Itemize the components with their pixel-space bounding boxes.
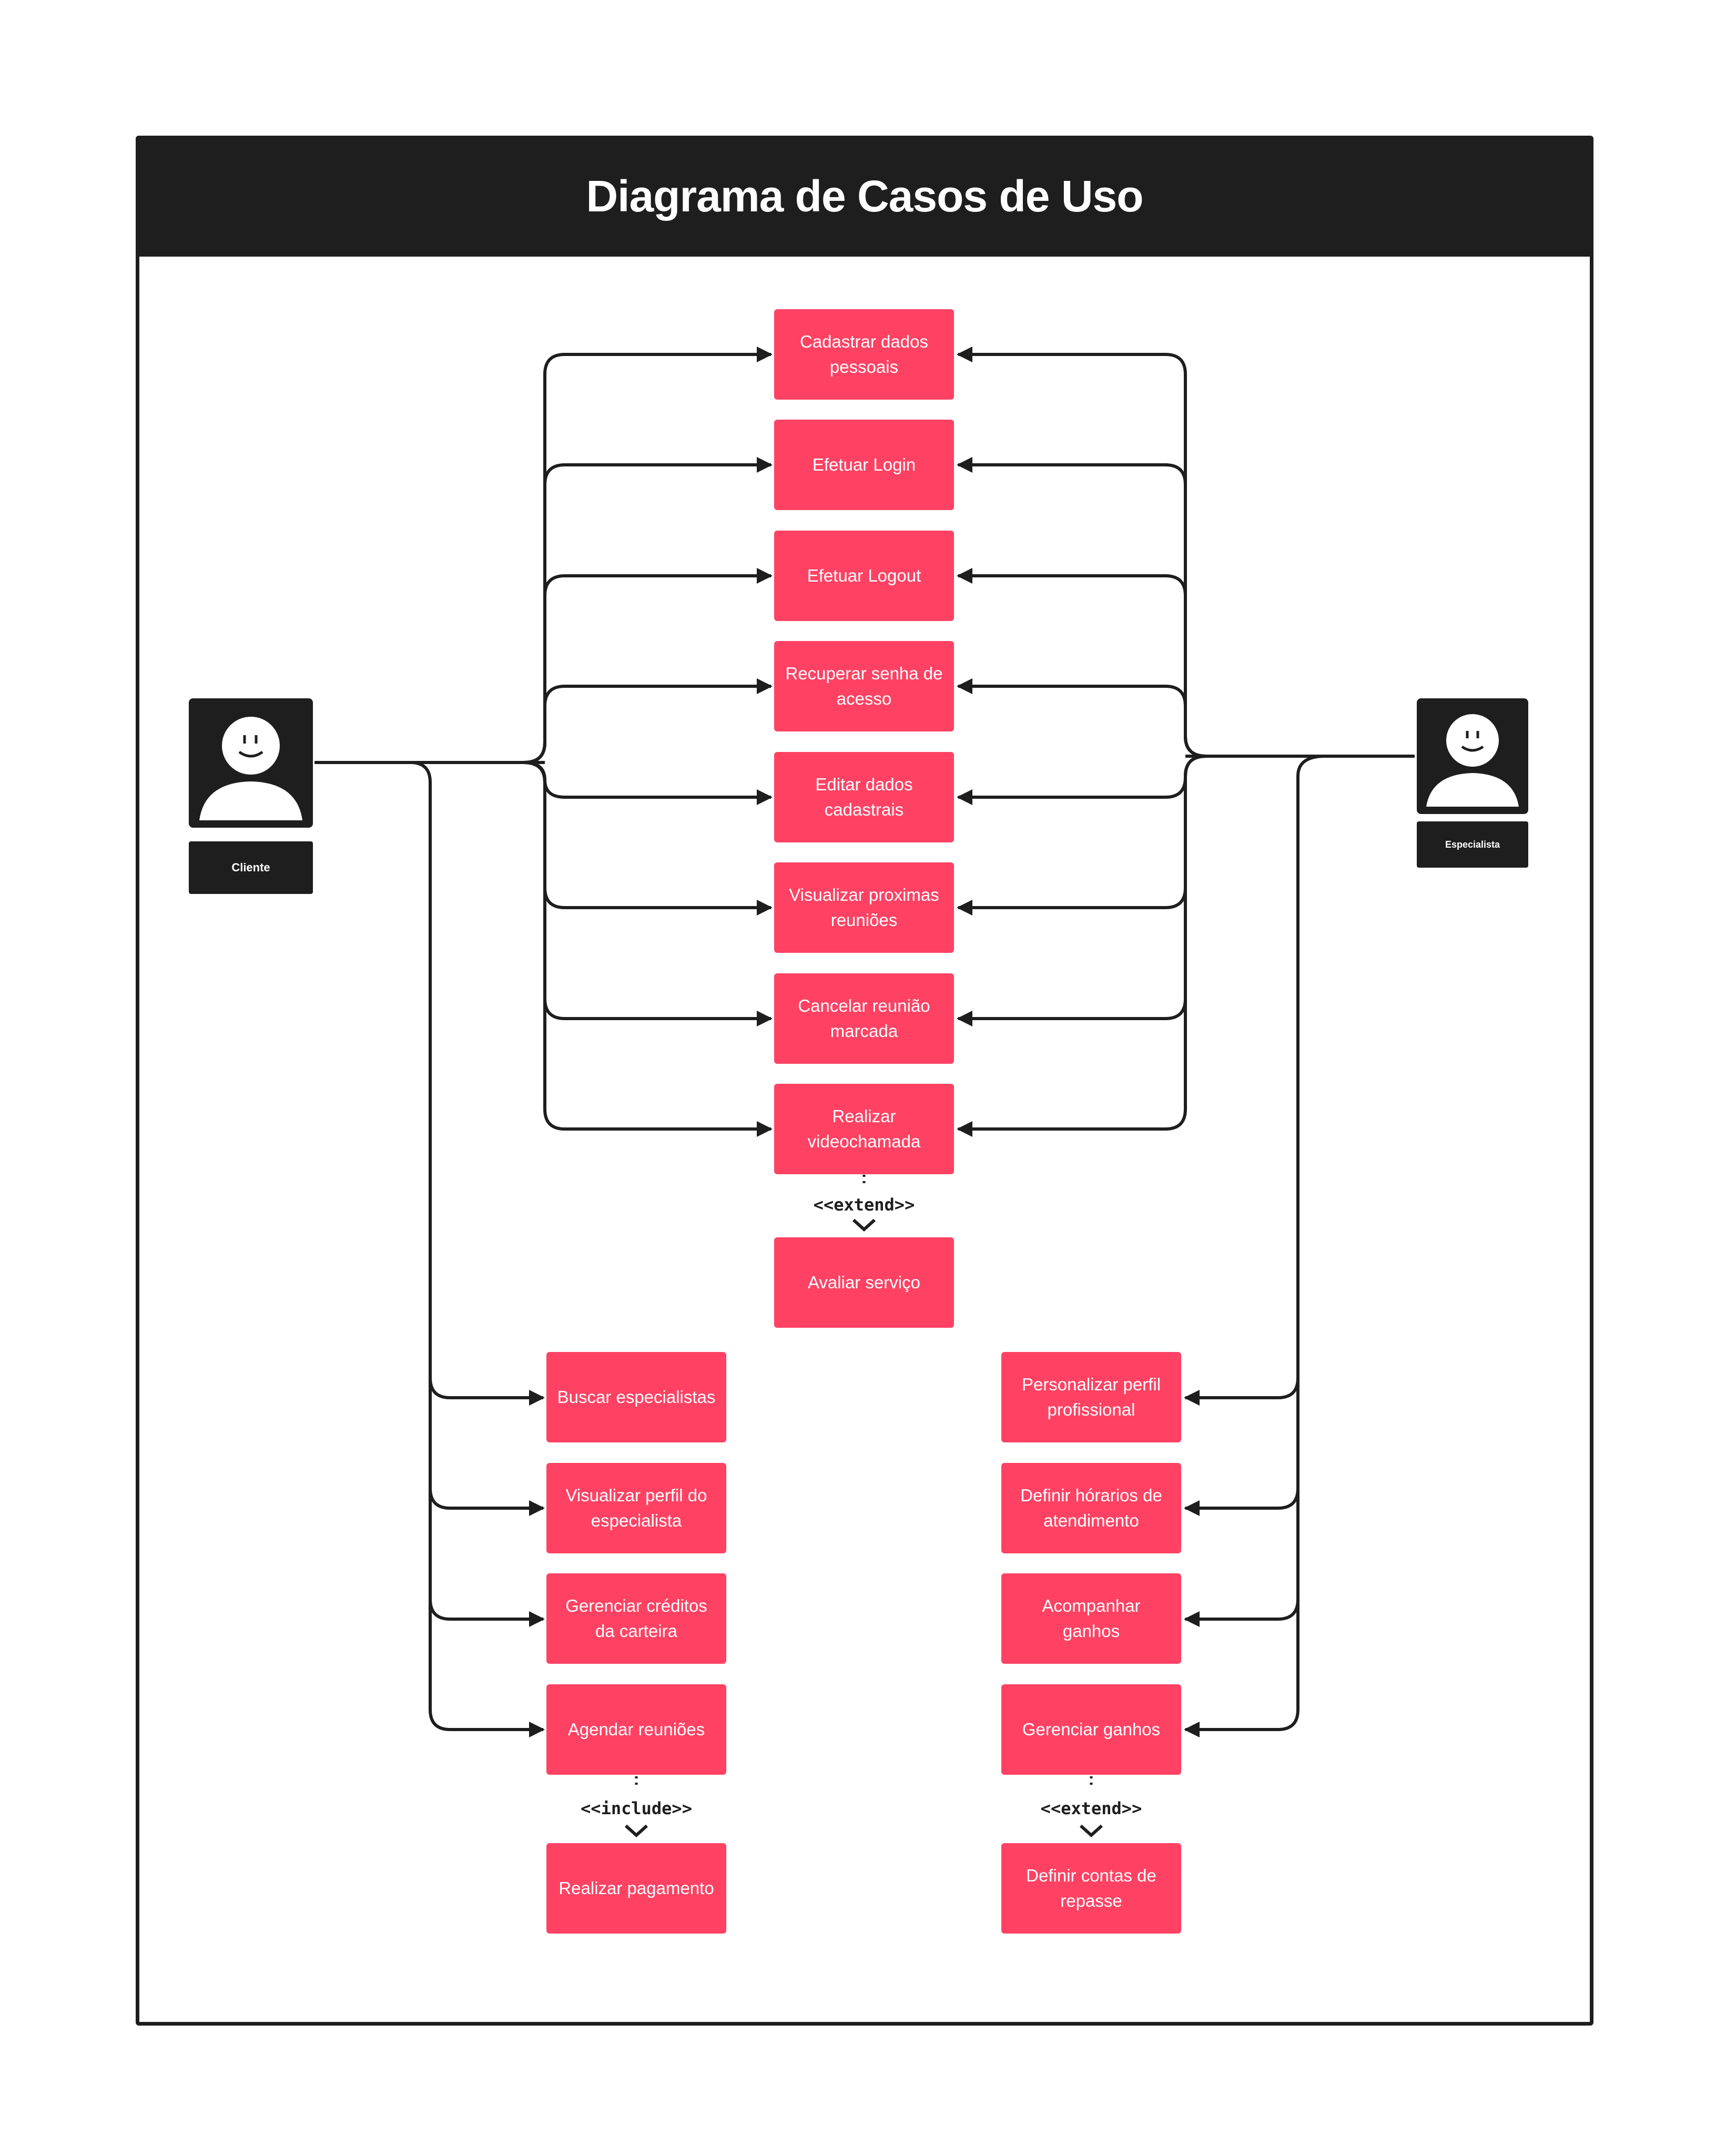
stereotype-pagamento-chevron bbox=[624, 1824, 648, 1838]
connector-cliente-shared bbox=[523, 678, 773, 764]
use-case-definir-horarios: Definir hórarios de atendimento bbox=[1001, 1463, 1181, 1553]
use-case-agendar-reunioes: Agendar reuniões bbox=[546, 1684, 726, 1775]
connector-cliente-shared bbox=[523, 568, 773, 764]
actor-cliente-icon bbox=[189, 698, 313, 828]
connector-cliente-own bbox=[429, 1488, 545, 1516]
use-case-recuperar-senha: Recuperar senha de acesso bbox=[774, 641, 954, 731]
connector-especialista-own bbox=[1184, 1377, 1299, 1406]
stereotype-avaliar-chevron bbox=[852, 1218, 876, 1232]
use-case-avaliar-servico: Avaliar serviço bbox=[774, 1237, 954, 1328]
connector-cliente-shared bbox=[523, 761, 773, 1026]
connector-especialista-shared bbox=[957, 755, 1207, 916]
connector-especialista-shared bbox=[957, 755, 1207, 805]
connector-especialista-shared bbox=[957, 568, 1207, 758]
connector-cliente-bus bbox=[410, 761, 432, 1710]
person-icon bbox=[1426, 714, 1519, 807]
use-case-definir-contas-repasse: Definir contas de repasse bbox=[1001, 1843, 1181, 1934]
use-case-cadastrar-dados: Cadastrar dados pessoais bbox=[774, 309, 954, 400]
use-case-efetuar-login: Efetuar Login bbox=[774, 420, 954, 510]
connector-especialista-own bbox=[1184, 1488, 1299, 1516]
diagram-title: Diagrama de Casos de Uso bbox=[586, 171, 1143, 221]
connector-especialista-bus bbox=[1296, 755, 1326, 1710]
use-case-efetuar-logout: Efetuar Logout bbox=[774, 531, 954, 621]
use-case-cancelar-reuniao: Cancelar reunião marcada bbox=[774, 973, 954, 1064]
use-case-gerenciar-ganhos: Gerenciar ganhos bbox=[1001, 1684, 1181, 1775]
connector-especialista-shared bbox=[957, 457, 1207, 758]
use-case-visualizar-reunioes: Visualizar proximas reuniões bbox=[774, 862, 954, 953]
connector-cliente-shared bbox=[523, 761, 773, 916]
connector-cliente-shared bbox=[523, 457, 773, 764]
use-case-gerenciar-creditos: Gerenciar créditos da carteira bbox=[546, 1573, 726, 1664]
connector-cliente-own bbox=[429, 1709, 545, 1737]
stereotype-extend-repasse: <<extend>> bbox=[1040, 1798, 1142, 1818]
actor-especialista-label: Especialista bbox=[1417, 821, 1528, 868]
connector-cliente-own bbox=[429, 1599, 545, 1627]
connector-especialista-shared bbox=[957, 347, 1207, 758]
person-icon bbox=[199, 717, 302, 820]
use-case-realizar-pagamento: Realizar pagamento bbox=[546, 1843, 726, 1934]
use-case-visualizar-perfil: Visualizar perfil do especialista bbox=[546, 1463, 726, 1553]
stereotype-repasse-chevron bbox=[1079, 1824, 1103, 1838]
use-case-personalizar-perfil: Personalizar perfil profissional bbox=[1001, 1352, 1181, 1442]
connector-especialista-shared bbox=[957, 678, 1207, 758]
actor-cliente-label: Cliente bbox=[189, 841, 313, 894]
connector-cliente-shared bbox=[523, 761, 773, 1137]
connector-especialista-own bbox=[1184, 1709, 1299, 1737]
use-case-editar-dados: Editar dados cadastrais bbox=[774, 752, 954, 842]
stereotype-include-pagamento: <<include>> bbox=[581, 1798, 692, 1818]
connector-cliente-own bbox=[429, 1377, 545, 1406]
diagram-header: Diagrama de Casos de Uso bbox=[136, 136, 1593, 257]
use-case-realizar-videochamada: Realizar videochamada bbox=[774, 1084, 954, 1174]
connector-especialista-shared bbox=[957, 755, 1207, 1137]
use-case-buscar-especialistas: Buscar especialistas bbox=[546, 1352, 726, 1442]
connector-especialista-own bbox=[1184, 1599, 1299, 1627]
stereotype-extend-avaliar: <<extend>> bbox=[813, 1195, 915, 1215]
actor-especialista-icon bbox=[1417, 698, 1528, 814]
connector-cliente-shared bbox=[523, 761, 773, 805]
use-case-acompanhar-ganhos: Acompanhar ganhos bbox=[1001, 1573, 1181, 1664]
connector-cliente-shared bbox=[523, 347, 773, 764]
